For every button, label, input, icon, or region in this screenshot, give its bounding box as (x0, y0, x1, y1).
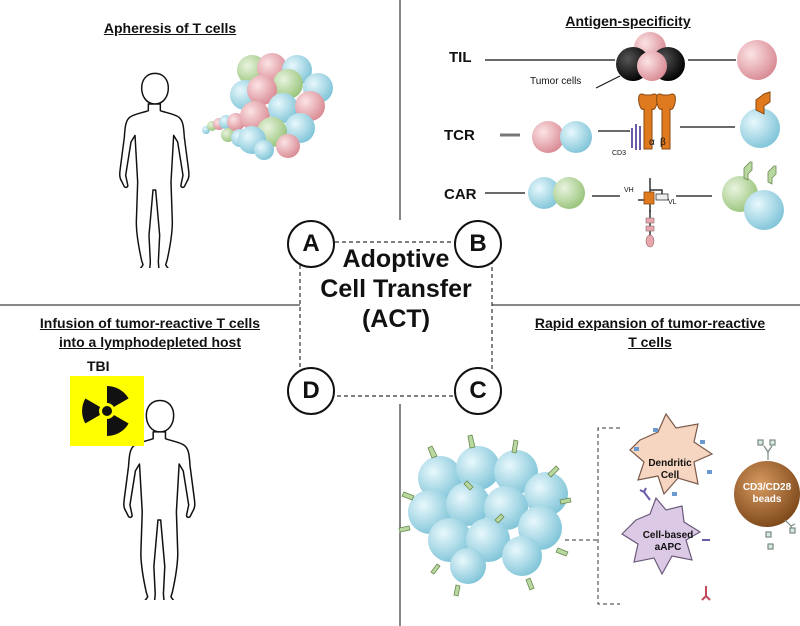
cd3-label: CD3 (612, 150, 627, 157)
dendritic-cell (629, 412, 714, 496)
cd3-cd28-bead (734, 461, 800, 527)
til-tumor-cells (616, 32, 685, 81)
letter-a-badge: A (287, 220, 335, 268)
human-figure-icon (118, 72, 190, 268)
vl-label: VL (668, 199, 677, 206)
apheresis-cell-cluster (202, 53, 333, 160)
row-label-car: CAR (444, 186, 477, 203)
row-label-tcr: TCR (444, 127, 475, 144)
car-output-cells (722, 161, 784, 230)
center-dashed-box (299, 241, 493, 397)
car-receptor-icon (638, 178, 669, 248)
til-output-cell (737, 40, 777, 80)
panel-a-heading: Apheresis of T cells (103, 20, 237, 36)
letter-b-badge: B (454, 220, 502, 268)
beta-label: β (660, 137, 666, 148)
row-label-til: TIL (449, 49, 472, 66)
vh-label: VH (624, 187, 634, 194)
t-cell-receptor-icon (631, 93, 676, 150)
tcr-output-cell (740, 108, 780, 148)
apc-bracket (597, 427, 620, 605)
letter-d-badge: D (287, 367, 335, 415)
radiation-icon (70, 376, 144, 446)
cell-based-aapc (621, 496, 702, 576)
tumor-cells-label: Tumor cells (530, 76, 582, 87)
panel-b-heading: Antigen-specificity (565, 13, 691, 29)
expanded-t-cell-cluster (398, 434, 572, 597)
center-title: Adoptive Cell Transfer (ACT) (320, 245, 472, 333)
tbi-label: TBI (87, 358, 110, 374)
alpha-label: α (649, 137, 655, 148)
letter-c-badge: C (454, 367, 502, 415)
